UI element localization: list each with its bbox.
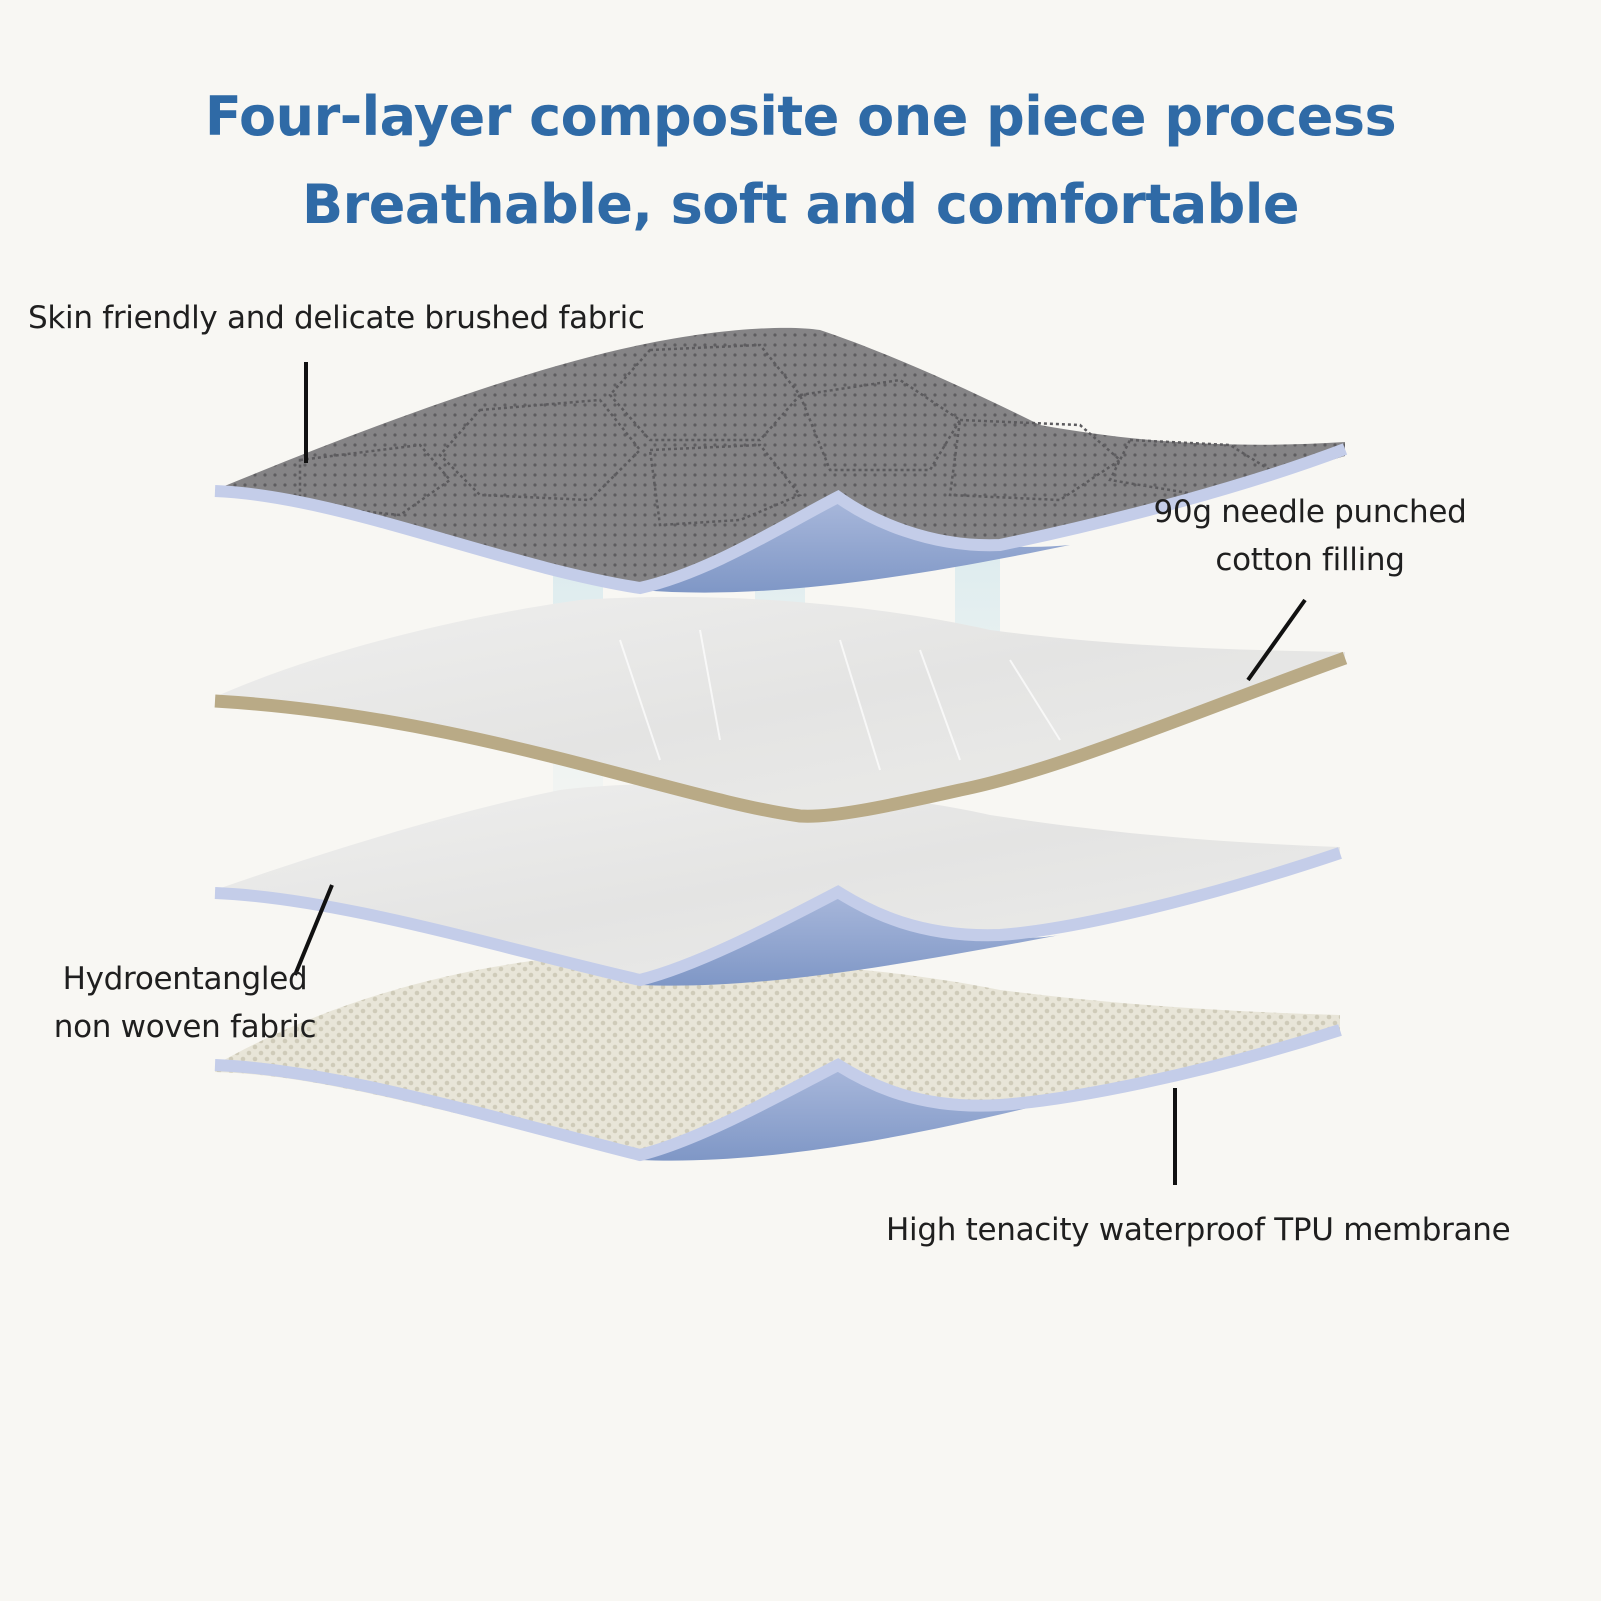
title-line-1: Four-layer composite one piece process [204, 85, 1397, 148]
title-line-2: Breathable, soft and comfortable [302, 173, 1299, 236]
layer-nonwoven [214, 784, 1342, 987]
pointer-line-2 [1246, 598, 1307, 682]
label-brushed-fabric: Skin friendly and delicate brushed fabri… [28, 300, 645, 336]
pointer-lines [293, 362, 1307, 1185]
label-cotton-filling: 90g needle punched cotton filling [1153, 494, 1467, 578]
layer-cotton-filling [214, 596, 1348, 823]
label-tpu-membrane: High tenacity waterproof TPU membrane [886, 1212, 1511, 1248]
label-nonwoven: Hydroentangled non woven fabric [53, 961, 317, 1045]
pointer-line-3 [293, 884, 334, 976]
layer-brushed-fabric [214, 327, 1348, 595]
layer-tpu-membrane [214, 957, 1342, 1162]
